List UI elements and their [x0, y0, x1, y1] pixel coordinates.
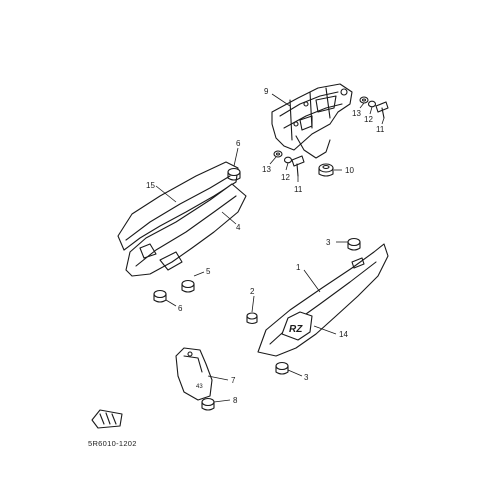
callout-15: 15: [146, 181, 155, 190]
part-2-grommet: [246, 312, 258, 325]
callout-8: 8: [233, 396, 238, 405]
part-11-bolt-upper: [375, 101, 389, 119]
callout-13-upper: 13: [352, 109, 361, 118]
callout-11-lower: 11: [294, 185, 303, 194]
callout-10: 10: [345, 166, 354, 175]
part-1-side-cover-right: [257, 243, 389, 357]
part-10-grommet: [318, 163, 334, 177]
leader-lines: [155, 93, 385, 403]
callout-1: 1: [296, 263, 301, 272]
callout-11-upper: 11: [376, 125, 385, 134]
emblem-text: RZ: [289, 324, 303, 335]
part-12-washer-upper: [367, 100, 377, 108]
callout-5: 5: [206, 267, 211, 276]
callout-12-upper: 12: [364, 115, 373, 124]
part-14-emblem: RZ: [281, 311, 313, 341]
callout-12-lower: 12: [281, 173, 290, 182]
callout-13-lower: 13: [262, 165, 271, 174]
callout-4: 4: [236, 223, 241, 232]
forward-arrow-icon: [91, 409, 123, 429]
part-13-washer-lower: [273, 150, 283, 158]
callout-7: 7: [231, 376, 236, 385]
callout-6-upper: 6: [236, 139, 241, 148]
part-12-washer-lower: [283, 156, 293, 164]
part-6-grommet-lower: [153, 289, 167, 303]
part-3-grommet-upper: [347, 237, 361, 251]
part-9-bracket: [271, 83, 353, 159]
callout-2: 2: [250, 287, 255, 296]
part-8-grommet: [201, 397, 215, 411]
part-15-side-cover-left-outer: [117, 161, 239, 251]
bracket-mark: 43: [196, 384, 203, 390]
callout-3-lower: 3: [304, 373, 309, 382]
part-3-grommet-lower: [275, 361, 289, 375]
part-6-grommet-upper: [227, 167, 241, 181]
callout-labels: 9 13 12 11 13 12 11 10 6 15 4 5 6 3 1 2 …: [146, 87, 385, 405]
part-4-side-cover-left-inner: [125, 183, 247, 277]
callout-9: 9: [264, 87, 269, 96]
part-5-grommet: [181, 279, 195, 293]
callout-3-upper: 3: [326, 238, 331, 247]
drawing-code: 5R6010-1202: [88, 439, 137, 448]
part-13-washer-upper: [359, 96, 369, 104]
part-7-bracket: 43: [175, 347, 213, 401]
callout-14: 14: [339, 330, 348, 339]
part-11-bolt-lower: [291, 155, 305, 177]
callout-6-lower: 6: [178, 304, 183, 313]
